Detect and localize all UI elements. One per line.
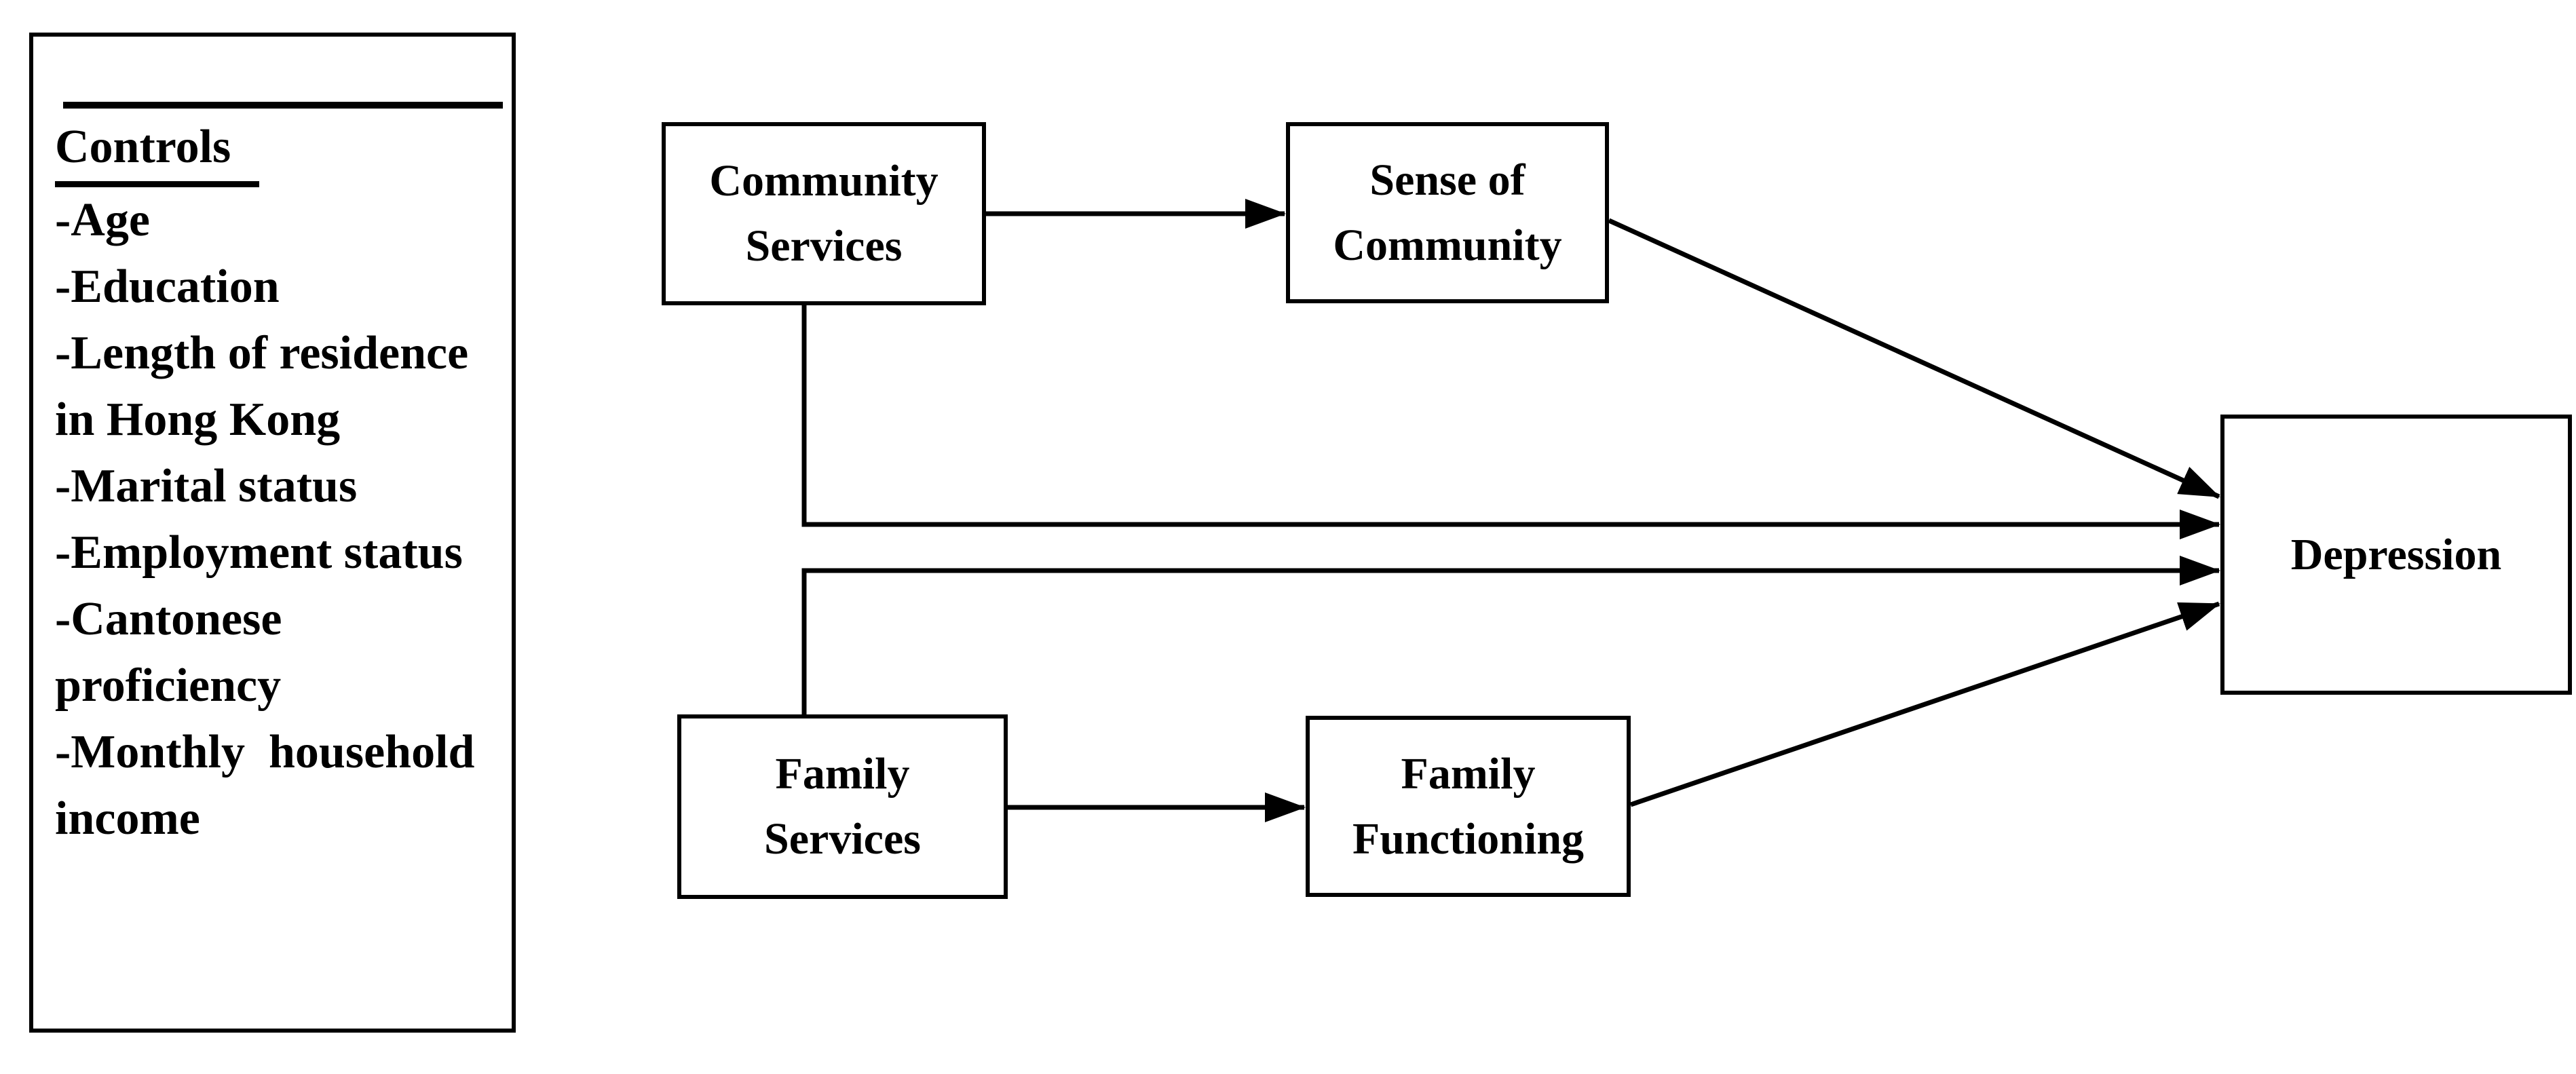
node-family-functioning-label: Family Functioning [1352, 748, 1585, 864]
node-sense-of-community-label: Sense of Community [1333, 155, 1562, 270]
controls-item-length-of-residence: -Length of residence in Hong Kong [55, 327, 469, 446]
node-family-functioning: Family Functioning [1306, 716, 1631, 897]
edge-family-functioning-to-depression [1629, 601, 2220, 807]
controls-item-education: -Education [55, 261, 280, 313]
controls-panel: Controls -Age -Education -Length of resi… [29, 33, 516, 1033]
node-family-services-label: Family Services [764, 749, 921, 864]
node-family-services: Family Services [677, 714, 1008, 899]
node-community-services-label: Community Services [709, 156, 939, 271]
controls-item-cantonese-proficiency: -Cantonese proficiency [55, 593, 282, 712]
controls-heading: Controls [55, 114, 260, 187]
controls-item-marital-status: -Marital status [55, 460, 358, 512]
controls-item-employment-status: -Employment status [55, 526, 463, 579]
controls-item-list: -Age -Education -Length of residence in … [55, 187, 499, 852]
node-community-services: Community Services [662, 122, 986, 305]
edge-community-services-to-depression [801, 305, 2220, 539]
controls-item-monthly-household-income: -Monthly household income [55, 726, 475, 845]
divider-rule [63, 102, 503, 109]
node-depression: Depression [2220, 415, 2572, 695]
controls-heading-row: Controls [55, 114, 499, 187]
controls-item-age: -Age [55, 194, 150, 246]
edge-family-services-to-depression [801, 556, 2220, 714]
node-sense-of-community: Sense of Community [1286, 122, 1609, 303]
edge-sense-of-community-to-depression [1608, 218, 2220, 499]
node-depression-label: Depression [2290, 529, 2502, 579]
